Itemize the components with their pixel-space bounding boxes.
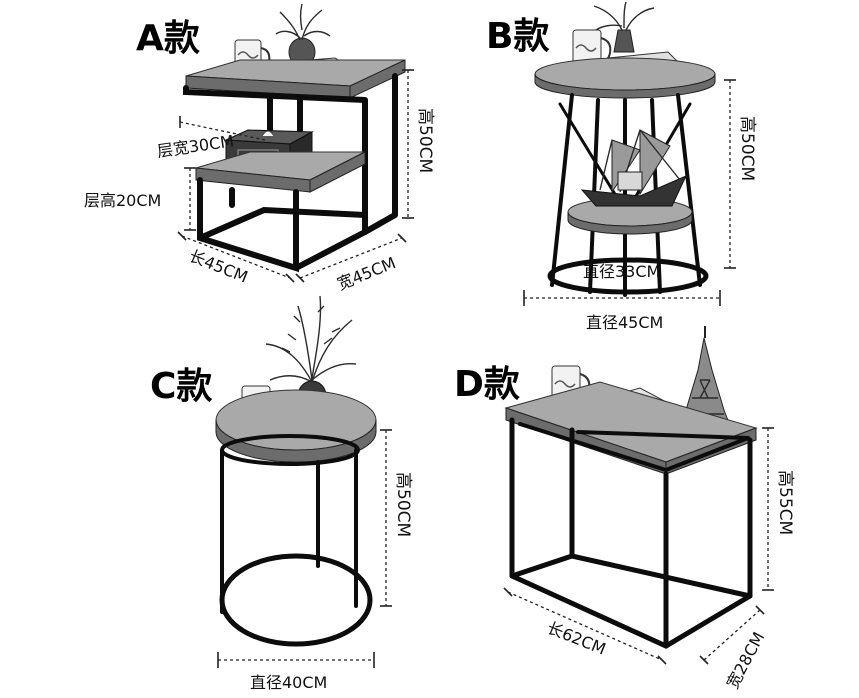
ship-model-icon (580, 129, 688, 207)
product-b-outer-diameter-label: 直径45CM (586, 313, 663, 332)
product-a-width-label: 宽45CM (334, 253, 398, 294)
product-d-width-label: 宽28CM (723, 629, 769, 692)
product-c: C款 高50CM 直径40CM (150, 295, 413, 692)
product-d-height-label: 高55CM (775, 470, 795, 535)
product-c-height-label: 高50CM (393, 472, 413, 537)
product-d-length-label: 长62CM (545, 618, 609, 659)
product-c-title: C款 (150, 366, 212, 407)
product-d: D款 高55CM (454, 326, 795, 692)
product-b: B款 (486, 1, 757, 332)
product-b-inner-diameter-label: 直径33CM (583, 262, 660, 281)
product-a-layer-width-label: 层宽30CM (156, 131, 235, 161)
product-b-height-label: 高50CM (737, 116, 757, 181)
product-d-title: D款 (454, 364, 520, 405)
plant-icon (275, 3, 331, 67)
plant-icon (593, 1, 655, 53)
product-a-title: A款 (136, 18, 200, 59)
product-c-diameter-label: 直径40CM (250, 673, 327, 692)
product-a: A款 (84, 3, 435, 294)
product-a-layer-height-label: 层高20CM (84, 191, 161, 210)
product-b-title: B款 (486, 16, 549, 57)
product-a-height-label: 高50CM (415, 108, 435, 173)
